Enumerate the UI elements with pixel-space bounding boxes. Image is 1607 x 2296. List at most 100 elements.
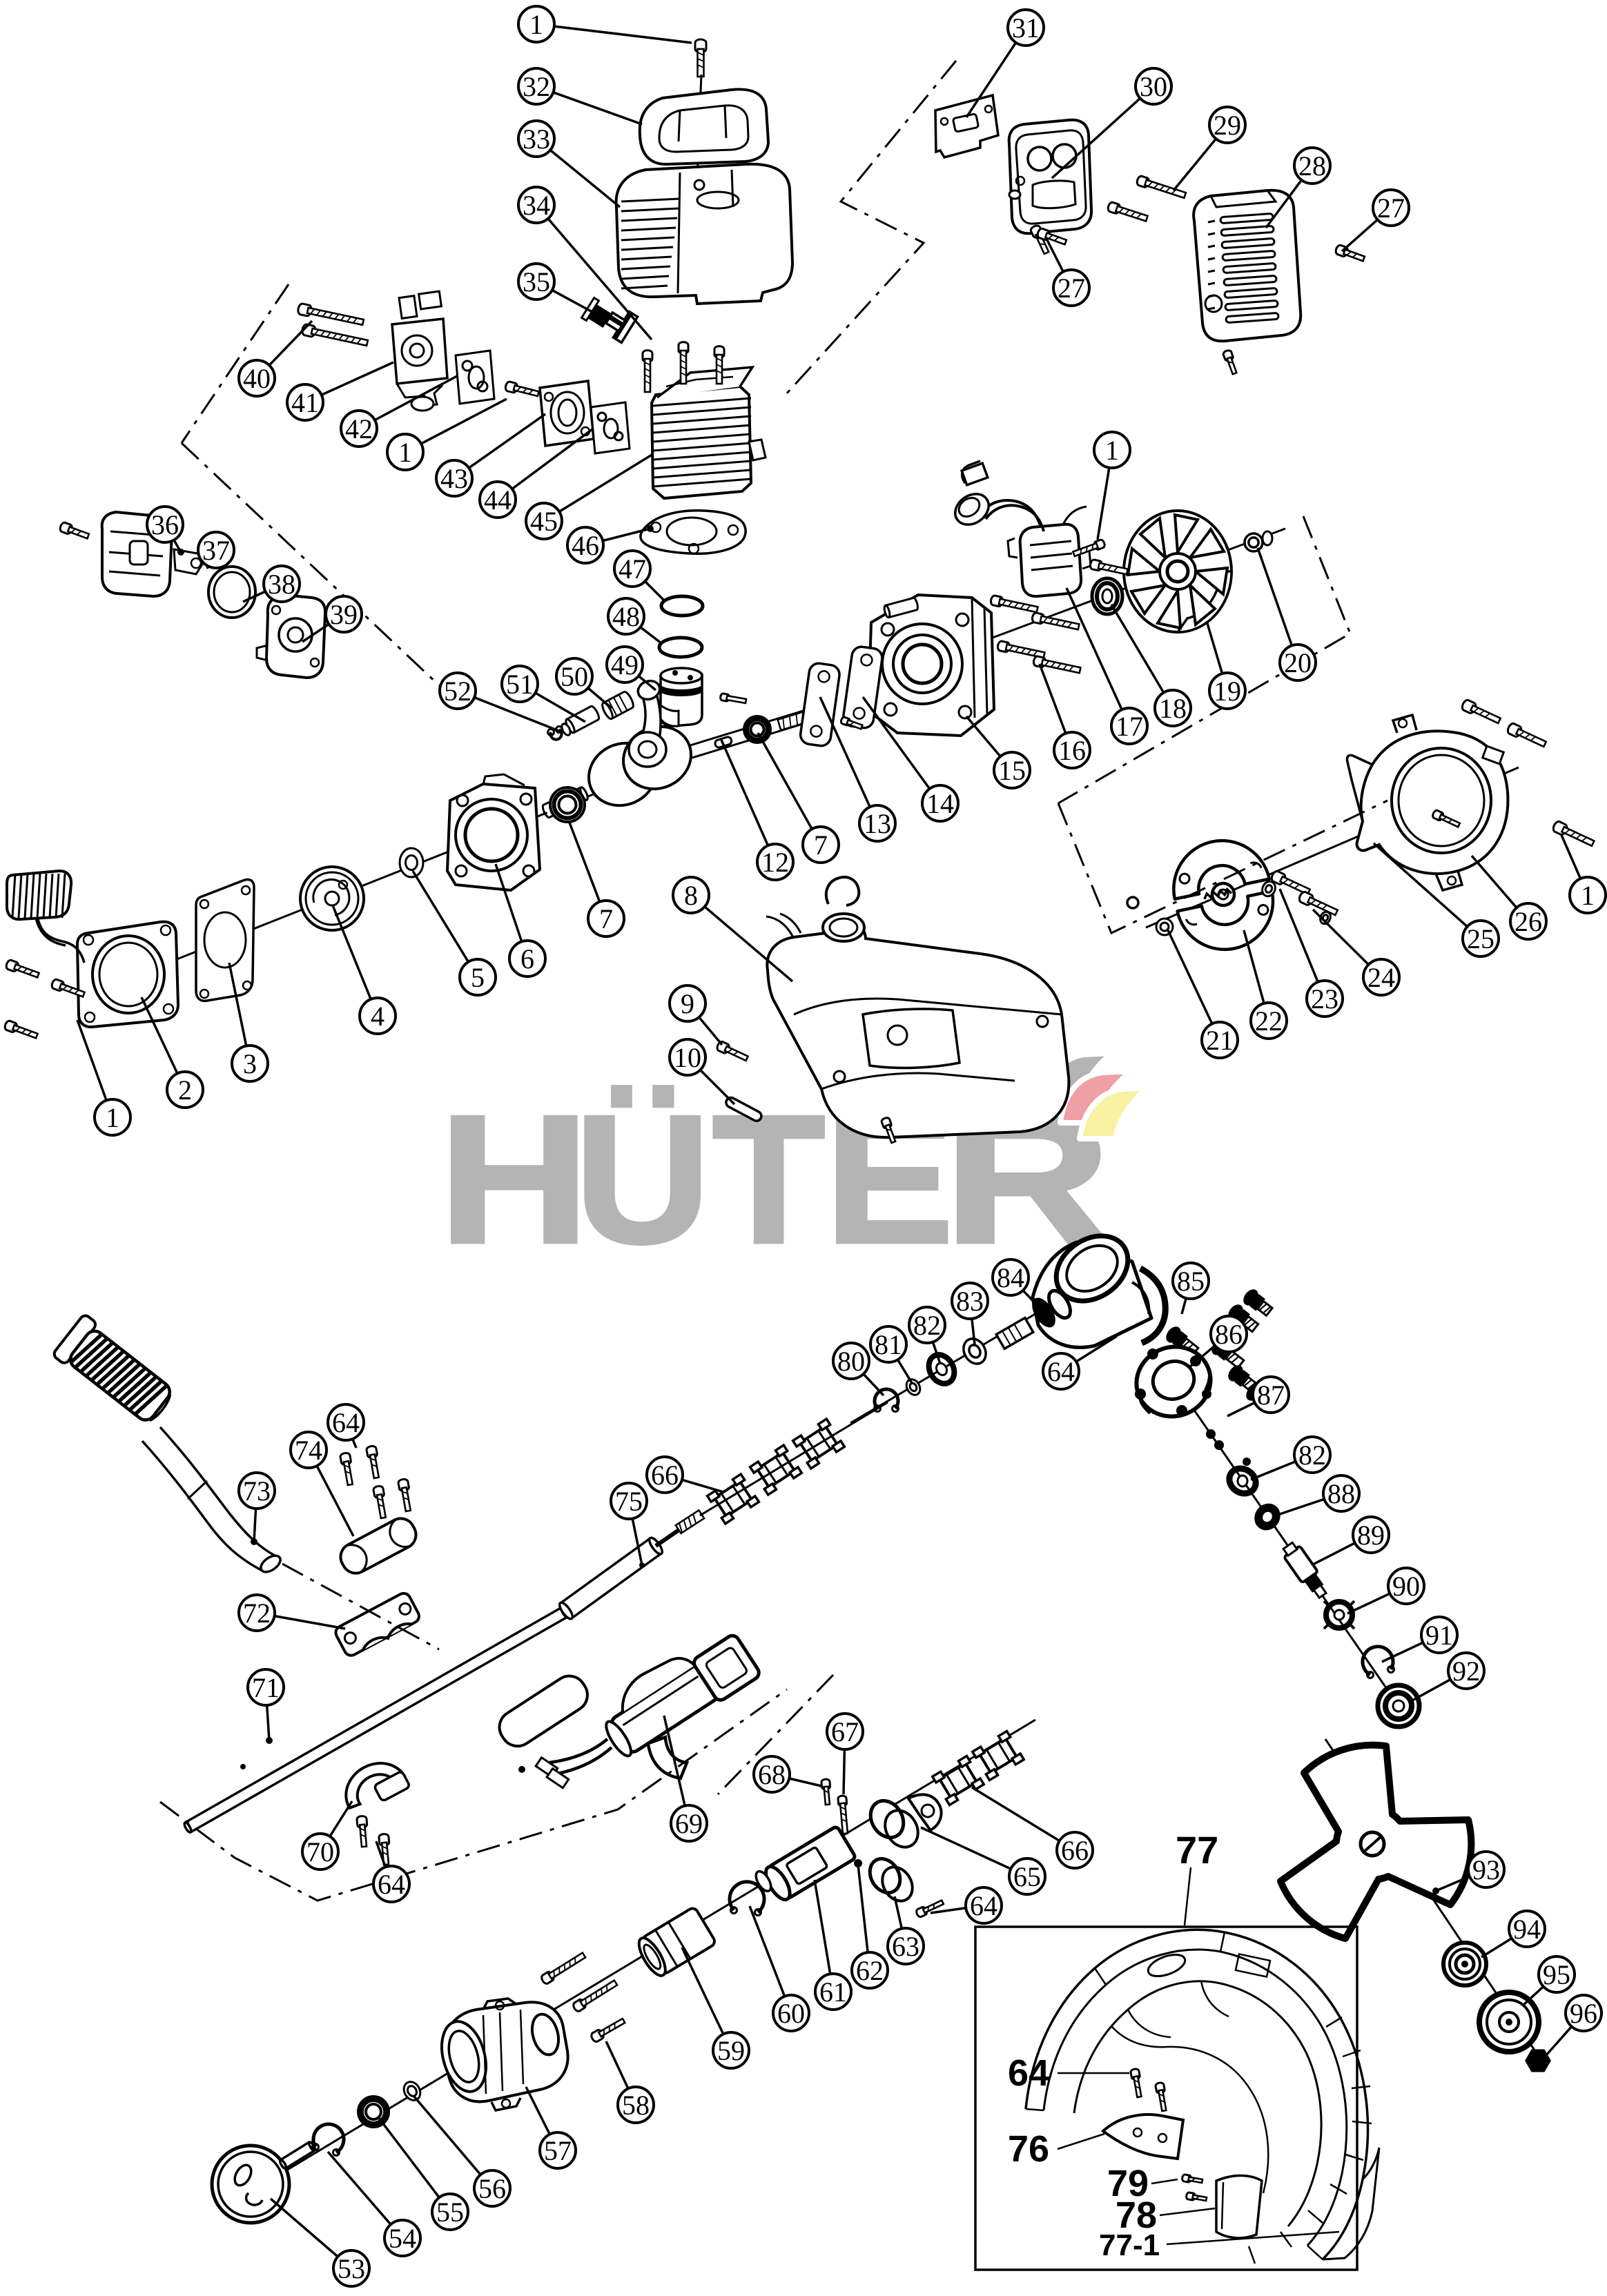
svg-text:53: 53 xyxy=(338,2253,365,2284)
svg-text:1: 1 xyxy=(106,1102,119,1133)
svg-text:49: 49 xyxy=(611,649,639,680)
svg-text:18: 18 xyxy=(1159,693,1187,724)
svg-text:22: 22 xyxy=(1255,1005,1283,1037)
svg-text:56: 56 xyxy=(478,2173,506,2204)
svg-text:20: 20 xyxy=(1284,647,1312,678)
svg-text:65: 65 xyxy=(1013,1861,1041,1892)
svg-text:72: 72 xyxy=(243,1598,271,1629)
svg-text:64: 64 xyxy=(1008,2052,1049,2094)
svg-text:33: 33 xyxy=(523,124,550,155)
svg-text:67: 67 xyxy=(831,1716,859,1747)
svg-text:89: 89 xyxy=(1357,1520,1385,1551)
svg-text:84: 84 xyxy=(997,1262,1024,1293)
svg-text:50: 50 xyxy=(561,661,588,692)
svg-text:58: 58 xyxy=(622,2090,650,2121)
svg-text:36: 36 xyxy=(151,509,179,540)
svg-text:75: 75 xyxy=(615,1486,643,1517)
svg-text:26: 26 xyxy=(1515,906,1542,937)
svg-text:64: 64 xyxy=(332,1407,360,1438)
svg-text:68: 68 xyxy=(758,1759,786,1790)
svg-text:14: 14 xyxy=(926,788,954,819)
svg-text:27: 27 xyxy=(1058,273,1085,304)
svg-text:92: 92 xyxy=(1452,1656,1480,1687)
svg-text:19: 19 xyxy=(1214,676,1241,707)
svg-text:52: 52 xyxy=(444,676,471,707)
svg-text:9: 9 xyxy=(681,988,694,1019)
svg-text:1: 1 xyxy=(1581,880,1595,911)
svg-text:71: 71 xyxy=(252,1672,280,1703)
svg-text:34: 34 xyxy=(523,190,550,221)
svg-text:H: H xyxy=(439,1078,590,1282)
svg-text:16: 16 xyxy=(1058,735,1086,766)
svg-text:46: 46 xyxy=(572,530,599,561)
svg-text:61: 61 xyxy=(819,1976,847,2008)
svg-text:15: 15 xyxy=(998,755,1026,786)
svg-text:13: 13 xyxy=(864,808,891,839)
svg-text:59: 59 xyxy=(717,2035,745,2066)
svg-text:48: 48 xyxy=(612,601,640,632)
svg-text:83: 83 xyxy=(956,1286,984,1317)
svg-text:51: 51 xyxy=(506,669,534,700)
svg-text:23: 23 xyxy=(1311,983,1338,1014)
svg-text:77-1: 77-1 xyxy=(1099,2228,1160,2262)
svg-text:91: 91 xyxy=(1425,1620,1453,1651)
svg-text:64: 64 xyxy=(378,1869,405,1900)
svg-text:40: 40 xyxy=(243,363,271,394)
svg-text:12: 12 xyxy=(761,847,789,878)
svg-text:76: 76 xyxy=(1008,2128,1049,2170)
svg-text:93: 93 xyxy=(1472,1854,1500,1885)
svg-text:94: 94 xyxy=(1513,1914,1541,1945)
svg-text:1: 1 xyxy=(398,437,412,468)
svg-text:60: 60 xyxy=(777,1998,805,2029)
svg-text:85: 85 xyxy=(1177,1266,1205,1297)
svg-text:37: 37 xyxy=(202,535,230,566)
svg-text:77: 77 xyxy=(1176,1828,1218,1872)
svg-text:7: 7 xyxy=(814,830,828,861)
svg-text:3: 3 xyxy=(243,1048,257,1079)
svg-text:44: 44 xyxy=(484,484,512,516)
svg-text:80: 80 xyxy=(837,1346,865,1377)
svg-text:39: 39 xyxy=(330,599,358,630)
svg-text:5: 5 xyxy=(471,962,485,993)
svg-text:27: 27 xyxy=(1377,193,1405,224)
svg-text:32: 32 xyxy=(523,71,550,102)
svg-text:7: 7 xyxy=(599,903,613,934)
svg-text:86: 86 xyxy=(1215,1319,1243,1350)
svg-text:T: T xyxy=(712,1078,825,1282)
svg-text:17: 17 xyxy=(1116,711,1143,742)
svg-text:73: 73 xyxy=(243,1475,271,1507)
svg-text:66: 66 xyxy=(651,1460,679,1491)
svg-text:87: 87 xyxy=(1257,1380,1285,1411)
svg-text:79: 79 xyxy=(1107,2163,1149,2204)
svg-text:Ü: Ü xyxy=(575,1077,711,1281)
svg-text:47: 47 xyxy=(619,553,646,585)
svg-text:95: 95 xyxy=(1543,1959,1570,1990)
svg-text:4: 4 xyxy=(371,1001,384,1032)
svg-text:30: 30 xyxy=(1140,71,1167,102)
svg-text:1: 1 xyxy=(1105,435,1119,466)
svg-text:81: 81 xyxy=(875,1329,902,1360)
svg-text:66: 66 xyxy=(1061,1835,1089,1866)
svg-text:38: 38 xyxy=(268,569,295,600)
svg-text:57: 57 xyxy=(544,2135,572,2166)
svg-text:78: 78 xyxy=(1116,2195,1157,2236)
svg-text:21: 21 xyxy=(1206,1025,1234,1056)
svg-text:6: 6 xyxy=(520,943,534,974)
svg-text:82: 82 xyxy=(1298,1440,1326,1471)
svg-text:31: 31 xyxy=(1012,12,1040,43)
svg-text:43: 43 xyxy=(440,463,468,494)
svg-text:35: 35 xyxy=(523,266,550,297)
svg-text:8: 8 xyxy=(684,880,698,911)
svg-text:10: 10 xyxy=(674,1042,701,1073)
svg-text:64: 64 xyxy=(1047,1356,1075,1387)
svg-text:69: 69 xyxy=(675,1808,703,1839)
svg-text:90: 90 xyxy=(1392,1571,1420,1602)
svg-text:96: 96 xyxy=(1570,1998,1597,2029)
svg-text:42: 42 xyxy=(345,413,373,444)
svg-text:62: 62 xyxy=(856,1955,884,1986)
svg-text:88: 88 xyxy=(1327,1478,1355,1509)
svg-text:45: 45 xyxy=(530,506,558,537)
svg-text:63: 63 xyxy=(892,1931,919,1962)
svg-text:54: 54 xyxy=(389,2223,416,2254)
svg-text:70: 70 xyxy=(306,1836,334,1867)
